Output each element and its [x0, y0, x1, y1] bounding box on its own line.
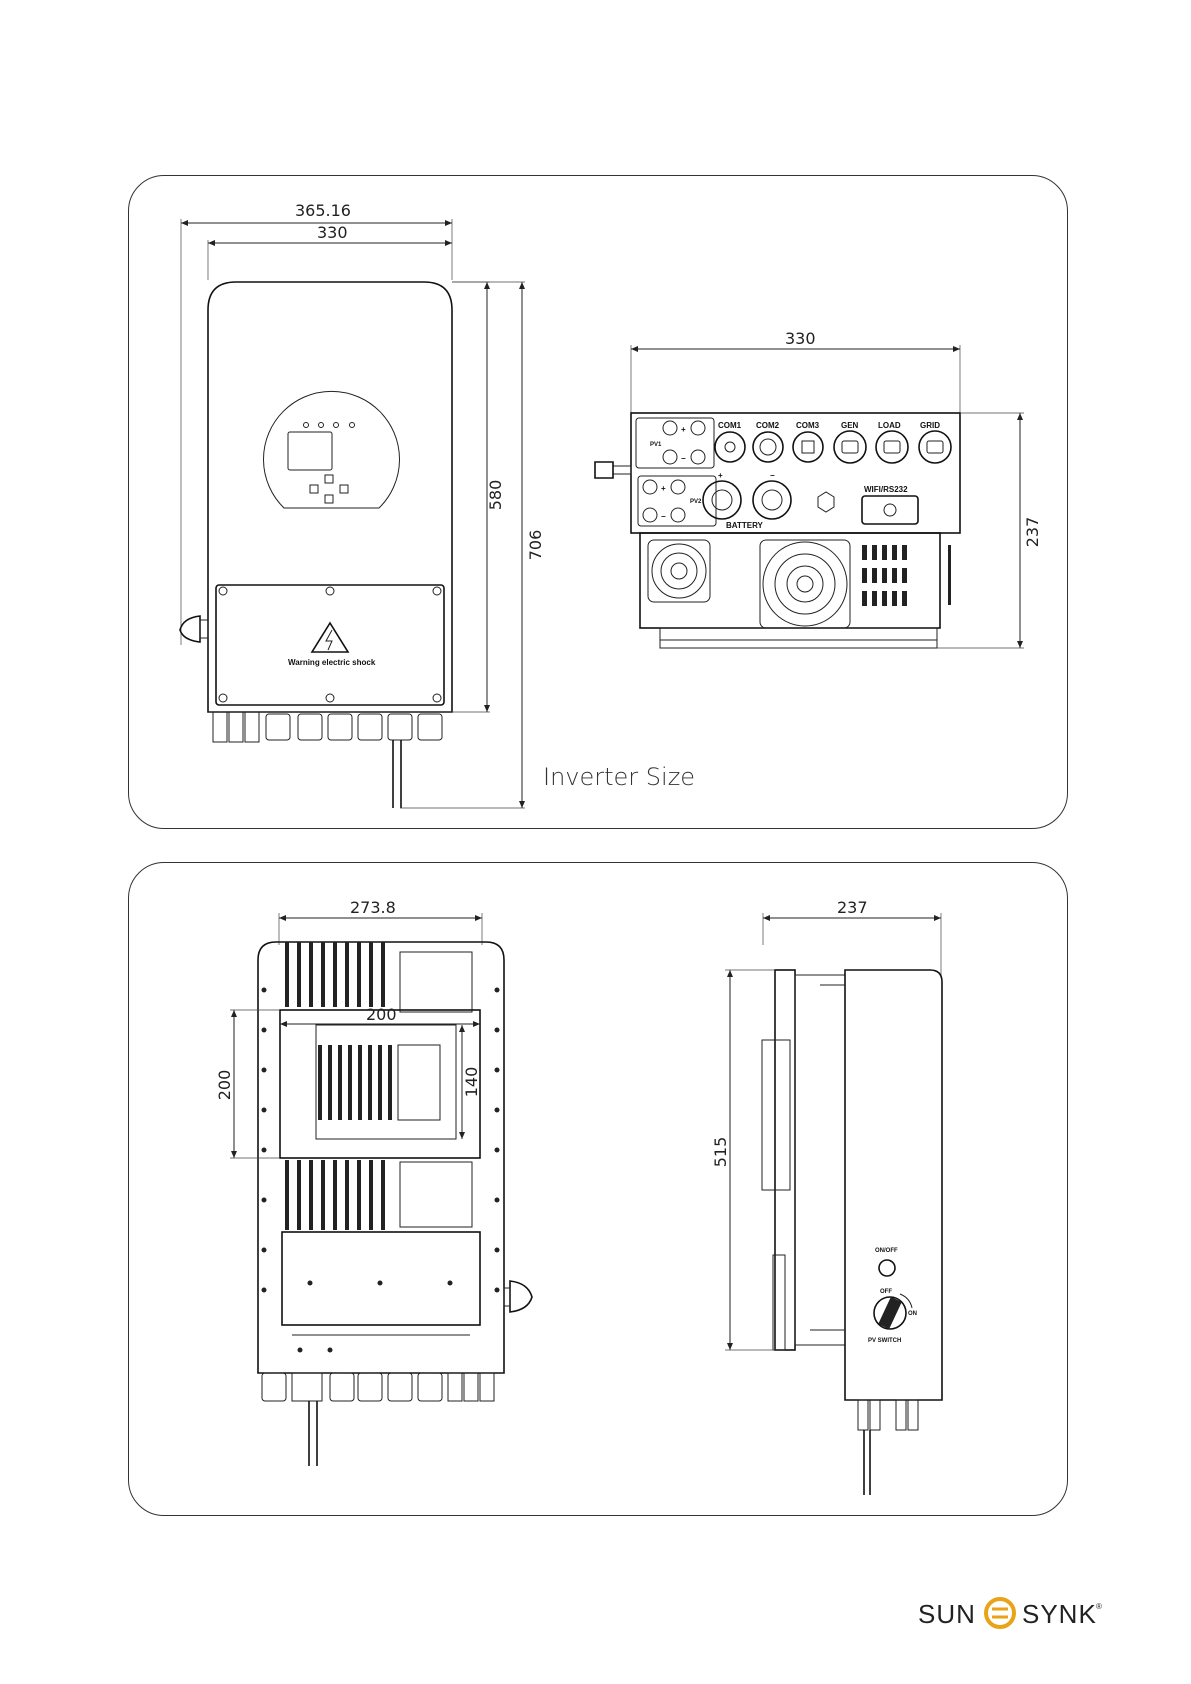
front-view: 365.16 330 Warning electric shock: [180, 201, 545, 808]
diagram-title: Inverter Size: [543, 763, 695, 791]
dim-side-depth: 237: [837, 898, 868, 917]
pv2-minus: −: [661, 512, 666, 521]
side-view: 237 ON/OFF OFF ON PV SWITCH 515: [711, 898, 942, 1495]
brand-registered: ®: [1096, 1602, 1102, 1611]
brand-left: SUN: [918, 1599, 976, 1629]
dim-width-body: 330: [317, 223, 348, 242]
switch-off-label: OFF: [880, 1289, 892, 1295]
pv2-label: PV2: [690, 499, 702, 505]
port-label-grid: GRID: [920, 421, 940, 430]
switch-on-label: ON: [908, 1311, 917, 1317]
dim-side-height: 515: [711, 1137, 730, 1168]
dim-bottom-depth: 237: [1023, 517, 1042, 548]
battery-minus: −: [770, 471, 775, 480]
dim-rear-width: 273.8: [350, 898, 396, 917]
sunsynk-logo: SUN SYNK ®: [918, 1593, 1118, 1633]
port-label-load: LOAD: [878, 421, 901, 430]
pv1-label: PV1: [650, 442, 662, 448]
dim-bracket-height: 200: [215, 1070, 234, 1101]
bottom-view: 330 + − PV1 + − PV2 COM1 COM2 COM3 GEN L…: [595, 329, 1042, 648]
battery-label: BATTERY: [726, 521, 764, 530]
warning-label: Warning electric shock: [288, 658, 376, 667]
dim-bracket-width: 200: [366, 1005, 397, 1024]
dim-bracket-inner: 140: [462, 1067, 481, 1098]
port-row: [715, 431, 951, 463]
pv2-plus: +: [661, 484, 666, 493]
pv1-plus: +: [681, 425, 686, 434]
pv-switch-label: PV SWITCH: [868, 1338, 901, 1344]
port-label-gen: GEN: [841, 421, 859, 430]
onoff-label: ON/OFF: [875, 1248, 898, 1254]
port-label-com1: COM1: [718, 421, 742, 430]
dim-height-body: 580: [486, 480, 505, 511]
sunsynk-logo-icon: [986, 1599, 1014, 1627]
dim-bottom-width: 330: [785, 329, 816, 348]
dim-width-overall: 365.16: [295, 201, 351, 220]
rear-view: 273.8 200 200 140: [215, 898, 532, 1466]
port-label-com2: COM2: [756, 421, 780, 430]
pv1-minus: −: [681, 454, 686, 463]
battery-plus: +: [718, 471, 723, 480]
port-label-com3: COM3: [796, 421, 820, 430]
wifi-label: WIFI/RS232: [864, 485, 908, 494]
dim-height-overall: 706: [526, 530, 545, 561]
brand-right: SYNK: [1022, 1599, 1097, 1629]
